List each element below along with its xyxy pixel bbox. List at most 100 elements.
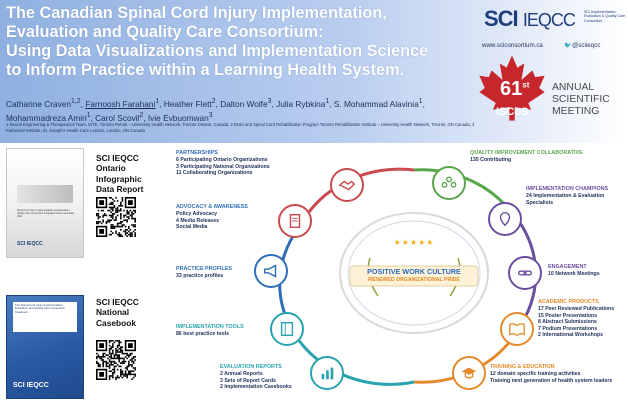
qr-module xyxy=(105,222,108,225)
website-link[interactable]: www.sciconsortium.ca xyxy=(482,42,543,49)
qr-module xyxy=(126,375,128,377)
qr-module xyxy=(118,232,120,234)
engagement-body: 10 Network Meetings xyxy=(548,271,600,278)
qr-module xyxy=(126,221,128,223)
evaluation-reports-heading: EVALUATION REPORTS xyxy=(220,364,282,370)
logo-area: SCI IEQCC SCI Implementation, Evaluation… xyxy=(478,4,628,139)
qr-module xyxy=(110,356,112,358)
qr-module xyxy=(121,205,124,207)
qr-module xyxy=(123,375,125,377)
cover-text: Spinal Cord Injury Implementation and Ev… xyxy=(17,209,74,218)
advocacy-heading: ADVOCACY & AWARENESS xyxy=(176,204,248,210)
evaluation-reports-line: 3 Sets of Report Cards xyxy=(220,377,276,384)
qr-code-icon[interactable] xyxy=(96,340,136,380)
qr-module xyxy=(112,360,114,363)
evaluation-reports-body: 2 Annual Reports 3 Sets of Report Cards … xyxy=(220,371,292,391)
qr-module xyxy=(131,360,133,363)
qr-module xyxy=(110,230,112,233)
qr-module xyxy=(131,213,133,215)
qr-module xyxy=(121,370,124,372)
qr-module xyxy=(110,206,112,209)
qr-module xyxy=(116,344,119,347)
qr-module xyxy=(120,348,122,350)
qr-module xyxy=(134,211,136,213)
qr-module xyxy=(128,216,130,218)
qr-module xyxy=(124,360,127,363)
engagement-node xyxy=(508,256,542,290)
qr-module xyxy=(113,365,116,368)
qr-module xyxy=(96,213,98,215)
qr-module xyxy=(126,229,128,231)
qr-module xyxy=(112,217,114,220)
implementation-tools-line: 86 best practice tools xyxy=(176,331,230,337)
qr-module xyxy=(118,340,120,342)
qr-module xyxy=(116,206,119,209)
qr-module xyxy=(124,356,127,358)
author-sup: 2 xyxy=(139,111,144,119)
qr-module xyxy=(120,225,122,228)
qr-module xyxy=(131,359,133,361)
qr-module xyxy=(120,208,122,210)
qr-module xyxy=(134,225,136,228)
qr-module xyxy=(110,362,112,364)
qr-module xyxy=(108,206,111,209)
academic-products-node xyxy=(500,312,534,346)
qr-module xyxy=(115,230,117,233)
qr-module xyxy=(132,373,135,376)
qr-module xyxy=(134,221,136,223)
report-title-line: SCI IEQCC xyxy=(96,153,139,163)
qr-module xyxy=(113,225,116,228)
qr-module xyxy=(121,200,124,202)
qr-module xyxy=(102,221,104,223)
casebook-cover-image: The Spinal Cord Injury Implementation, E… xyxy=(6,295,84,399)
meeting-line: SCIENTIFIC xyxy=(552,93,610,105)
qr-module xyxy=(110,208,112,210)
qr-module xyxy=(120,233,122,236)
qr-module xyxy=(110,346,112,348)
qr-module xyxy=(112,225,114,228)
qr-module xyxy=(108,375,111,377)
qr-module xyxy=(121,349,124,352)
qr-module xyxy=(132,213,135,215)
qr-module xyxy=(99,364,101,366)
qr-module xyxy=(112,368,114,371)
qr-module xyxy=(129,233,132,236)
qr-module xyxy=(105,365,108,368)
report-title-line: Infographic xyxy=(96,173,142,184)
twitter-icon: 🐦 xyxy=(564,43,572,49)
qr-module xyxy=(120,341,122,344)
author-sup: 1 xyxy=(325,98,330,105)
annual-meeting-label: ANNUAL SCIENTIFIC MEETING xyxy=(552,82,610,117)
academic-products-line: 8 Abstract Submissions xyxy=(538,319,597,326)
qr-module xyxy=(120,357,122,360)
qr-module xyxy=(124,225,127,228)
qr-module xyxy=(120,217,122,220)
qr-module xyxy=(110,214,112,217)
qr-module xyxy=(102,365,104,368)
qr-module xyxy=(115,225,117,228)
qr-module xyxy=(97,356,100,358)
qr-module xyxy=(128,373,130,376)
qr-module xyxy=(115,365,117,368)
qr-module xyxy=(96,221,98,223)
qr-module xyxy=(116,214,119,217)
qr-module xyxy=(128,233,130,236)
qr-module xyxy=(129,373,132,376)
qr-module xyxy=(126,213,128,215)
qr-module xyxy=(120,349,122,352)
qr-module xyxy=(102,209,104,212)
author-name: Catharine Craven xyxy=(6,98,72,109)
qr-module xyxy=(124,352,127,355)
qr-module xyxy=(102,352,104,355)
twitter-handle[interactable]: @sciieqcc xyxy=(572,42,601,49)
qr-module xyxy=(126,232,128,234)
meeting-line: MEETING xyxy=(552,105,600,117)
author-sup: 3 xyxy=(208,111,213,119)
impact-infographic: ★★★★★ POSITIVE WORK CULTURE RENEWED ORGA… xyxy=(170,146,628,411)
qr-module xyxy=(97,362,100,364)
qr-module xyxy=(110,197,112,199)
implementation-champions-line: Specialists xyxy=(526,199,554,206)
qr-code-icon[interactable] xyxy=(96,197,136,237)
casebook-cover-brand: SCI IEQCC xyxy=(13,382,49,389)
qr-module xyxy=(116,340,119,342)
